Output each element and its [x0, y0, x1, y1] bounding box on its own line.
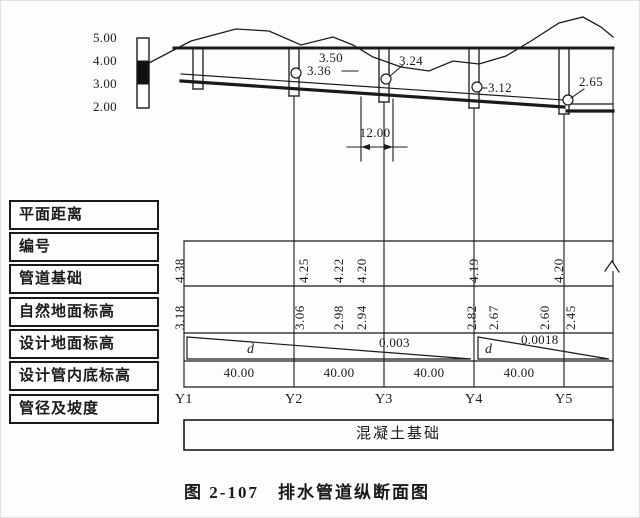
row-label-design-ground-elev: 设计地面标高 — [9, 329, 159, 359]
elevation-label: 2.65 — [579, 74, 603, 89]
slope-value: 0.0018 — [521, 332, 559, 347]
scale-label: 2.00 — [93, 99, 117, 114]
ground-elevation-value: 4.25 — [296, 258, 311, 283]
invert-elevation-value: 2.82 — [464, 305, 479, 330]
foundation-box — [183, 419, 614, 451]
slope-d-symbol: d — [247, 342, 255, 357]
row-label-diameter-slope: 管径及坡度 — [9, 394, 159, 424]
ground-elevation-value: 4.19 — [466, 258, 481, 283]
row-label-number: 编号 — [9, 232, 159, 262]
scale-label: 3.00 — [93, 76, 117, 91]
row-label-plan-distance: 平面距离 — [9, 200, 159, 230]
manhole — [192, 48, 570, 115]
figure-caption: 图 2-107 排水管道纵断面图 — [184, 483, 430, 502]
foundation-label: 混凝土基础 — [355, 426, 441, 442]
dimension-line — [346, 96, 408, 162]
elevation-label: 3.12 — [488, 80, 512, 95]
invert-elevation-value: 2.45 — [563, 305, 578, 330]
slope-value: 0.003 — [379, 335, 410, 350]
distance-value: 40.00 — [223, 365, 255, 380]
invert-elevation-value: 2.94 — [354, 305, 369, 330]
invert-elevation-value: 2.98 — [331, 305, 346, 330]
distance-value: 40.00 — [323, 365, 355, 380]
ground-elevation-value: 4.20 — [551, 258, 566, 283]
station-label: Y3 — [375, 392, 393, 407]
scale-label: 5.00 — [93, 30, 117, 45]
invert-elevation-value: 2.67 — [486, 305, 501, 330]
distance-value: 40.00 — [413, 365, 445, 380]
pipe-bottom-line — [179, 79, 566, 109]
station-label: Y5 — [555, 392, 573, 407]
dimension-label: 12.00 — [359, 125, 391, 140]
ground-elevation-value: 4.20 — [354, 258, 369, 283]
slope-triangle — [477, 336, 610, 360]
elevation-label: 3.50 — [319, 50, 343, 65]
leader-line — [341, 64, 585, 99]
station-label: Y2 — [285, 392, 303, 407]
row-label-natural-ground-elev: 自然地面标高 — [9, 297, 159, 327]
invert-elevation-value: 2.60 — [537, 305, 552, 330]
distance-value: 40.00 — [503, 365, 535, 380]
slope-triangle — [186, 336, 472, 360]
natural-ground-line — [148, 16, 614, 72]
ground-elevation-value: 4.22 — [331, 258, 346, 283]
elevation-label: 3.36 — [307, 63, 331, 78]
scale-label: 4.00 — [93, 53, 117, 68]
invert-elevation-value: 3.18 — [172, 305, 187, 330]
slope-d-symbol: d — [485, 342, 493, 357]
table-rule — [183, 240, 614, 388]
break-symbol — [604, 259, 620, 273]
row-label-pipe-foundation: 管道基础 — [9, 264, 159, 294]
invert-elevation-value: 3.06 — [292, 305, 307, 330]
elevation-label: 3.24 — [399, 53, 423, 68]
manhole-circle — [290, 67, 574, 106]
scale-bar-black-segment — [136, 60, 150, 85]
break-symbol-mask — [606, 262, 620, 271]
pipe-top-line — [180, 73, 565, 101]
row-label-design-invert-elev: 设计管内底标高 — [9, 361, 159, 391]
ground-elevation-value: 4.38 — [172, 258, 187, 283]
station-gridline — [183, 47, 614, 451]
station-label: Y1 — [175, 392, 193, 407]
station-label: Y4 — [465, 392, 483, 407]
